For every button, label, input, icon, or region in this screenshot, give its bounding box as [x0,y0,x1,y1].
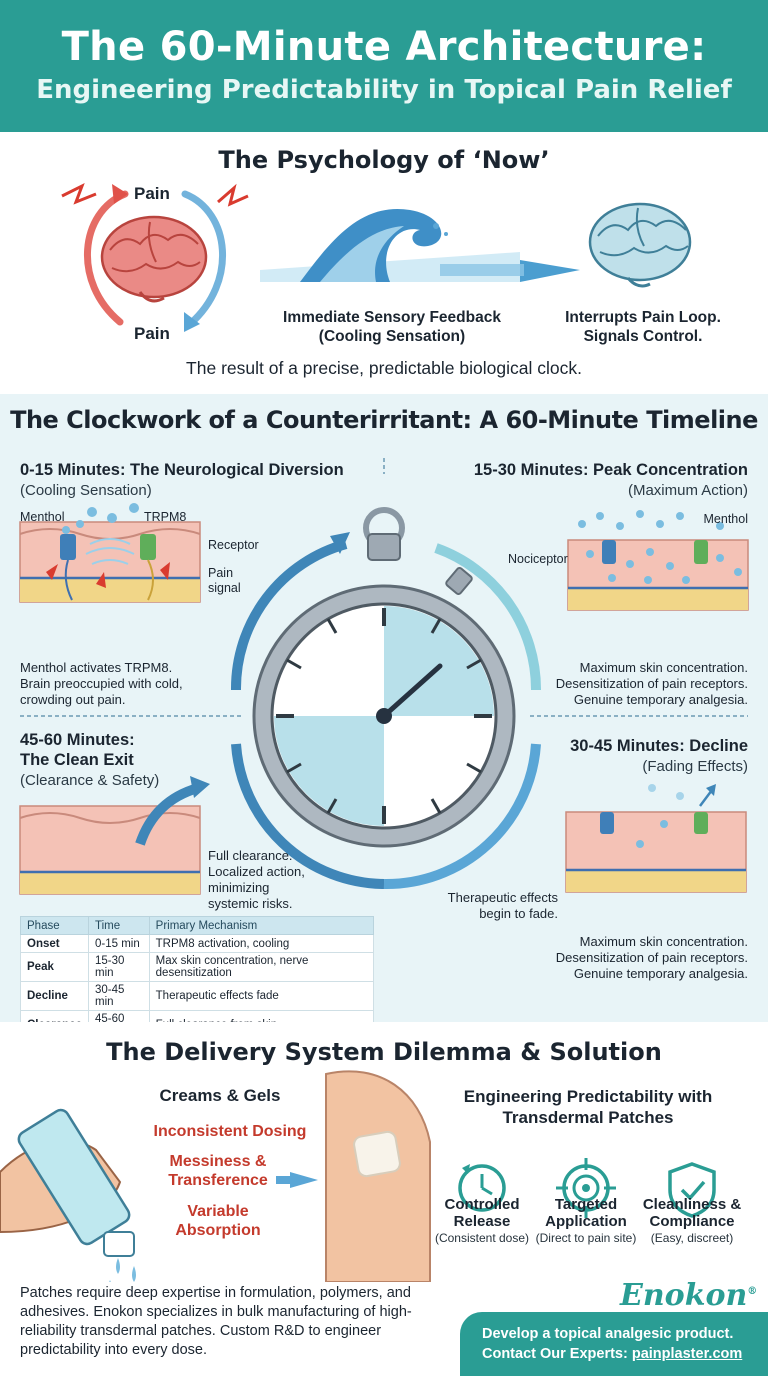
table-cell: 0-15 min [87,934,150,953]
table-header-row: Phase Time Primary Mechanism [20,916,375,935]
phase1-title: 0-15 Minutes: The Neurological Diversion [20,461,344,479]
phase2-subtitle: (Maximum Action) [627,482,748,499]
psychology-footer: The result of a precise, predictable bio… [186,358,582,378]
lightning-icon [61,182,97,205]
skin-diagram-onset [19,503,201,603]
creams-gels-title: Creams & Gels [159,1086,281,1105]
table-cell: TRPM8 activation, cooling [148,934,375,953]
page-subtitle: Engineering Predictability in Topical Pa… [36,75,732,105]
phase1-receptor-label: Receptor [208,538,259,552]
feature-controlled-release: Controlled Release (Consistent dose) [434,1196,530,1245]
blue-brain-icon [588,202,692,288]
phase2-title: 15-30 Minutes: Peak Concentration [473,461,748,479]
table-cell: Peak [20,952,89,982]
phase3-title: 30-45 Minutes: Decline [570,737,748,755]
skin-diagram-peak [567,510,749,611]
shoulder-patch-icon [325,1070,431,1282]
delivery-title: The Delivery System Dilemma & Solution [106,1038,662,1066]
table-cell: Therapeutic effects fade [148,981,375,1011]
phase2-nociceptor-label: Nociceptor [508,552,568,566]
phase1-trpm8-label: TRPM8 [144,510,187,524]
pain-loop-illustration [61,182,692,332]
table-header: Primary Mechanism [148,916,375,935]
brand-logo: Enokon® [620,1278,758,1313]
issue-variable-absorption: Variable Absorption [175,1203,261,1239]
timeline-illustrations [19,458,749,895]
phase2-menthol-label: Menthol [703,512,748,526]
table-cell: Decline [20,981,89,1011]
header-banner: The 60-Minute Architecture: Engineering … [0,0,768,132]
skin-diagram-clearance [19,776,210,895]
patches-title: Engineering Predictability with Transder… [463,1087,713,1127]
phase3-label: Therapeutic effects begin to fade. [447,890,558,921]
feature-cleanliness-compliance: Cleanliness & Compliance (Easy, discreet… [642,1196,742,1245]
table-row: Decline 30-45 min Therapeutic effects fa… [20,981,375,1011]
phase2-description: Maximum skin concentration. Desensitizat… [555,660,748,707]
red-brain-icon [100,215,208,303]
delivery-section: The Delivery System Dilemma & Solution [0,1022,768,1376]
phase1-pain-signal-label: Pain signal [208,566,241,595]
cta-banner: Develop a topical analgesic product. Con… [460,1312,768,1376]
phase1-description: Menthol activates TRPM8. Brain preoccupi… [20,660,183,707]
stopwatch-icon [252,507,516,848]
page-title: The 60-Minute Architecture: [61,24,707,70]
phase3-subtitle: (Fading Effects) [642,758,748,775]
issue-inconsistent-dosing: Inconsistent Dosing [153,1123,307,1140]
psychology-title: The Psychology of ‘Now’ [218,146,550,174]
shield-check-icon [668,1162,716,1218]
psychology-section: The Psychology of ‘Now’ [0,132,768,394]
timeline-ring [230,532,542,890]
table-header: Time [87,916,150,935]
feedback-caption: Immediate Sensory Feedback (Cooling Sens… [283,309,501,345]
table-cell: Onset [20,934,89,953]
phase4-description: Full clearance. Localized action, minimi… [208,848,305,911]
table-cell: 30-45 min [87,981,150,1011]
delivery-illustrations [0,1070,716,1282]
feature-targeted-application: Targeted Application (Direct to pain sit… [535,1196,637,1245]
pain-label-top: Pain [134,184,170,203]
issue-messiness: Messiness & Transference [168,1153,268,1189]
table-row: Onset 0-15 min TRPM8 activation, cooling [20,934,375,953]
skin-diagram-decline [565,784,747,893]
table-header: Phase [20,916,89,935]
lightning-icon [217,183,249,207]
clock-arrow-icon [458,1164,506,1212]
target-icon [556,1158,616,1218]
cream-tube-icon [0,1108,136,1282]
website-link[interactable]: painplaster.com [631,1346,743,1362]
interrupt-caption: Interrupts Pain Loop. Signals Control. [565,309,721,345]
phase1-menthol-label: Menthol [20,510,65,524]
pain-label-bottom: Pain [134,324,170,343]
timeline-title: The Clockwork of a Counterirritant: A 60… [10,406,758,434]
phase3-description: Maximum skin concentration. Desensitizat… [555,934,748,981]
table-cell: Max skin concentration, nerve desensitiz… [148,952,375,982]
phase4-title: 45-60 Minutes: The Clean Exit [20,731,135,769]
phase1-subtitle: (Cooling Sensation) [20,482,152,499]
table-cell: 15-30 min [87,952,150,982]
table-row: Peak 15-30 min Max skin concentration, n… [20,952,375,982]
timeline-section: The Clockwork of a Counterirritant: A 60… [0,394,768,1040]
delivery-description: Patches require deep expertise in formul… [20,1285,412,1358]
phase4-subtitle: (Clearance & Safety) [20,772,160,789]
